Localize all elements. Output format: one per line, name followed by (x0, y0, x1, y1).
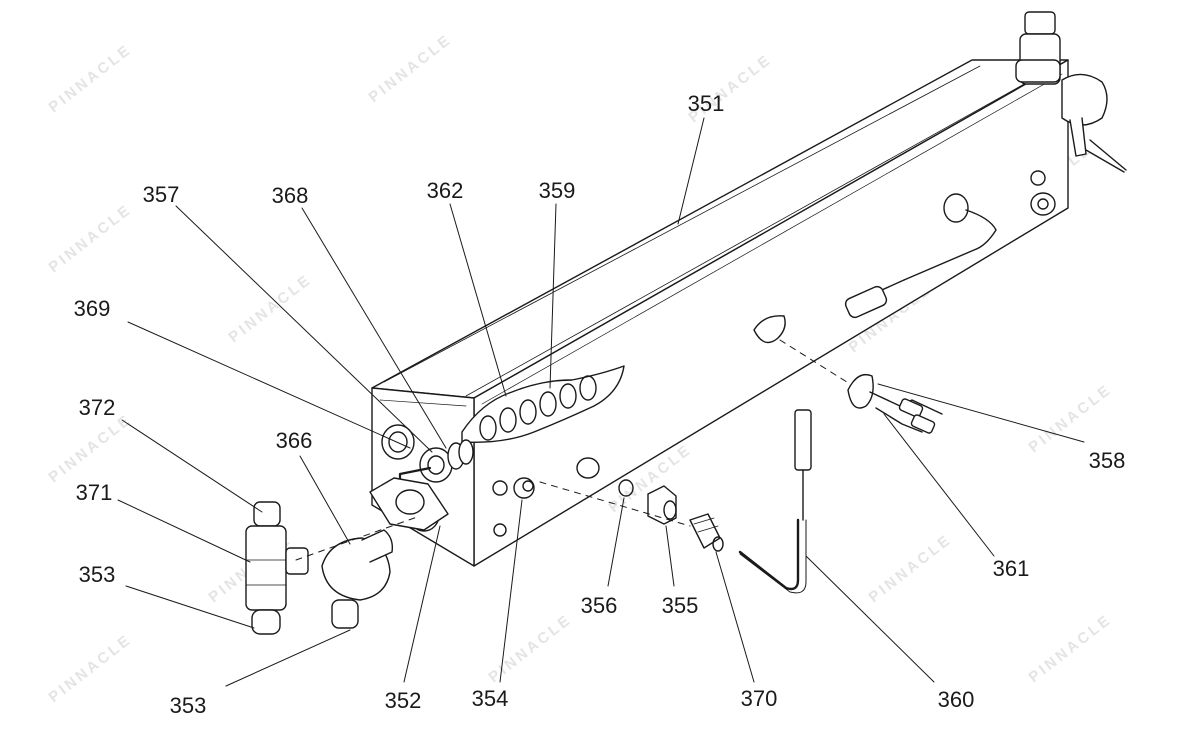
callout-366: 366 (275, 428, 313, 453)
callout-353: 353 (169, 693, 207, 718)
tee-fitting (245, 501, 309, 635)
callout-360: 360 (937, 687, 975, 712)
callout-372: 372 (78, 395, 116, 420)
callout-361: 361 (992, 556, 1030, 581)
callout-352: 352 (384, 688, 422, 713)
callout-371: 371 (75, 480, 113, 505)
callout-359: 359 (538, 178, 576, 203)
callout-351: 351 (687, 91, 725, 116)
callout-356: 356 (580, 593, 618, 618)
sensor-assembly (753, 315, 943, 434)
callout-358: 358 (1088, 448, 1126, 473)
housing-body (371, 59, 1069, 567)
callout-354: 354 (471, 686, 509, 711)
callout-353: 353 (78, 562, 116, 587)
plug-354 (513, 477, 535, 499)
probe-360 (738, 409, 812, 594)
nut-352 (369, 477, 449, 531)
top-fittings (1015, 11, 1127, 173)
callout-357: 357 (142, 182, 180, 207)
callout-355: 355 (661, 593, 699, 618)
elbow-fitting (321, 529, 394, 629)
callout-369: 369 (73, 296, 111, 321)
callout-362: 362 (426, 178, 464, 203)
callout-368: 368 (271, 183, 309, 208)
coil-element (398, 365, 625, 502)
fittings-front (618, 479, 724, 552)
callout-370: 370 (740, 686, 778, 711)
leader-lines (117, 117, 1085, 687)
cable-top (844, 193, 997, 319)
assembly-axes (295, 339, 851, 561)
